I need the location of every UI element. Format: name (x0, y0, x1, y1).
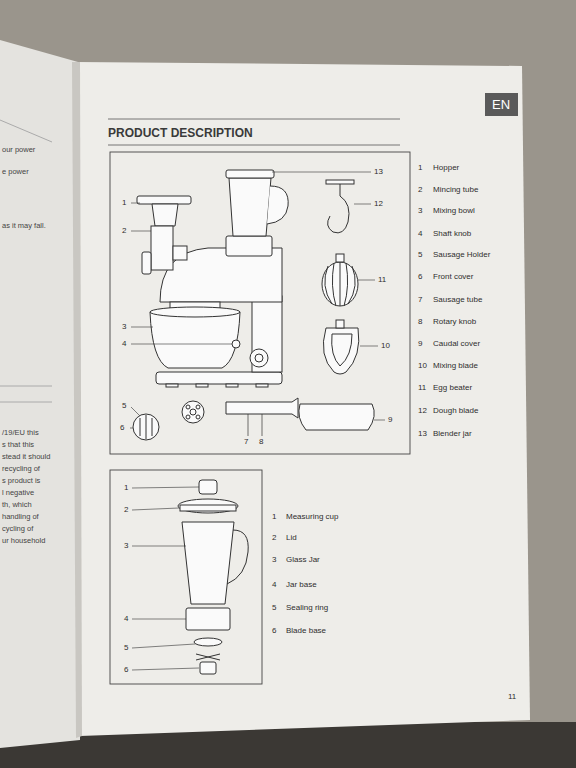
callout-number: 6 (120, 424, 124, 432)
callout-number: 3 (124, 542, 128, 550)
part-number: 9 (418, 340, 422, 348)
part-name: Mixing blade (433, 362, 478, 370)
part-number: 5 (418, 251, 422, 259)
part-number: 7 (418, 296, 422, 304)
page-fragment: our power (2, 146, 35, 154)
badge-text: EN (492, 98, 511, 111)
part-name: Egg beater (433, 384, 472, 392)
part-number: 3 (272, 556, 276, 564)
page-fragment: l negative (2, 489, 34, 497)
part-number: 2 (272, 534, 276, 542)
part-name: Blade base (286, 627, 326, 635)
part-number: 2 (418, 186, 422, 194)
part-number: 5 (272, 604, 276, 612)
callout-number: 1 (122, 199, 126, 207)
mixer-illustration (133, 170, 374, 440)
part-number: 11 (418, 384, 426, 392)
callout-number: 10 (381, 342, 390, 350)
part-number: 6 (272, 627, 276, 635)
part-name: Dough blade (433, 407, 478, 415)
part-number: 4 (272, 581, 276, 589)
part-number: 6 (418, 273, 422, 281)
page-gutter (72, 62, 82, 738)
left-page (0, 40, 80, 748)
callout-number: 12 (374, 200, 383, 208)
part-name: Sausage tube (433, 296, 482, 304)
part-name: Sealing ring (286, 604, 328, 612)
part-name: Measuring cup (286, 513, 338, 521)
part-number: 12 (418, 407, 427, 415)
right-page (76, 62, 530, 736)
callout-number: 6 (124, 666, 128, 674)
page-title: PRODUCT DESCRIPTION (108, 127, 253, 139)
callout-number: 2 (124, 506, 128, 514)
callout-number: 3 (122, 323, 126, 331)
part-name: Jar base (286, 581, 317, 589)
left-page-rules (0, 120, 52, 402)
page-number: 11 (508, 693, 516, 701)
page-fragment: ur household (2, 537, 45, 545)
part-number: 3 (418, 207, 422, 215)
page-fragment: s that this (2, 441, 34, 449)
page-fragment: /19/EU this (2, 429, 39, 437)
callout-number: 5 (122, 402, 126, 410)
part-number: 1 (272, 513, 276, 521)
page-fragment: s product is (2, 477, 40, 485)
part-name: Blender jar (433, 430, 472, 438)
callout-number: 4 (122, 340, 126, 348)
part-name: Glass Jar (286, 556, 320, 564)
page-fragment: handling of (2, 513, 39, 521)
title-rules (108, 119, 400, 145)
callout-number: 5 (124, 644, 128, 652)
callout-number: 13 (374, 168, 383, 176)
part-number: 10 (418, 362, 427, 370)
page-fragment: cycling of (2, 525, 33, 533)
page-fragment: recycling of (2, 465, 40, 473)
part-name: Front cover (433, 273, 473, 281)
part-name: Sausage Holder (433, 251, 490, 259)
page-fragment: e power (2, 168, 29, 176)
callout-number: 7 (244, 438, 248, 446)
callout-number: 1 (124, 484, 128, 492)
frames (110, 152, 410, 684)
page-fragment: as it may fall. (2, 222, 46, 230)
callout-number: 11 (378, 276, 386, 284)
blender-illustration (178, 480, 248, 674)
part-number: 13 (418, 430, 427, 438)
part-name: Caudal cover (433, 340, 480, 348)
part-name: Mixing bowl (433, 207, 475, 215)
callout-number: 9 (388, 416, 392, 424)
language-badge: EN (485, 93, 518, 116)
callout-number: 8 (259, 438, 263, 446)
page-fragment: th, which (2, 501, 32, 509)
part-name: Rotary knob (433, 318, 476, 326)
part-name: Mincing tube (433, 186, 478, 194)
part-number: 1 (418, 164, 422, 172)
page-fragment: stead it should (2, 453, 50, 461)
callout-number: 2 (122, 227, 126, 235)
part-number: 8 (418, 318, 422, 326)
part-name: Hopper (433, 164, 459, 172)
part-name: Shaft knob (433, 230, 471, 238)
part-name: Lid (286, 534, 297, 542)
leader-lines (130, 172, 385, 670)
part-number: 4 (418, 230, 422, 238)
callout-number: 4 (124, 615, 128, 623)
